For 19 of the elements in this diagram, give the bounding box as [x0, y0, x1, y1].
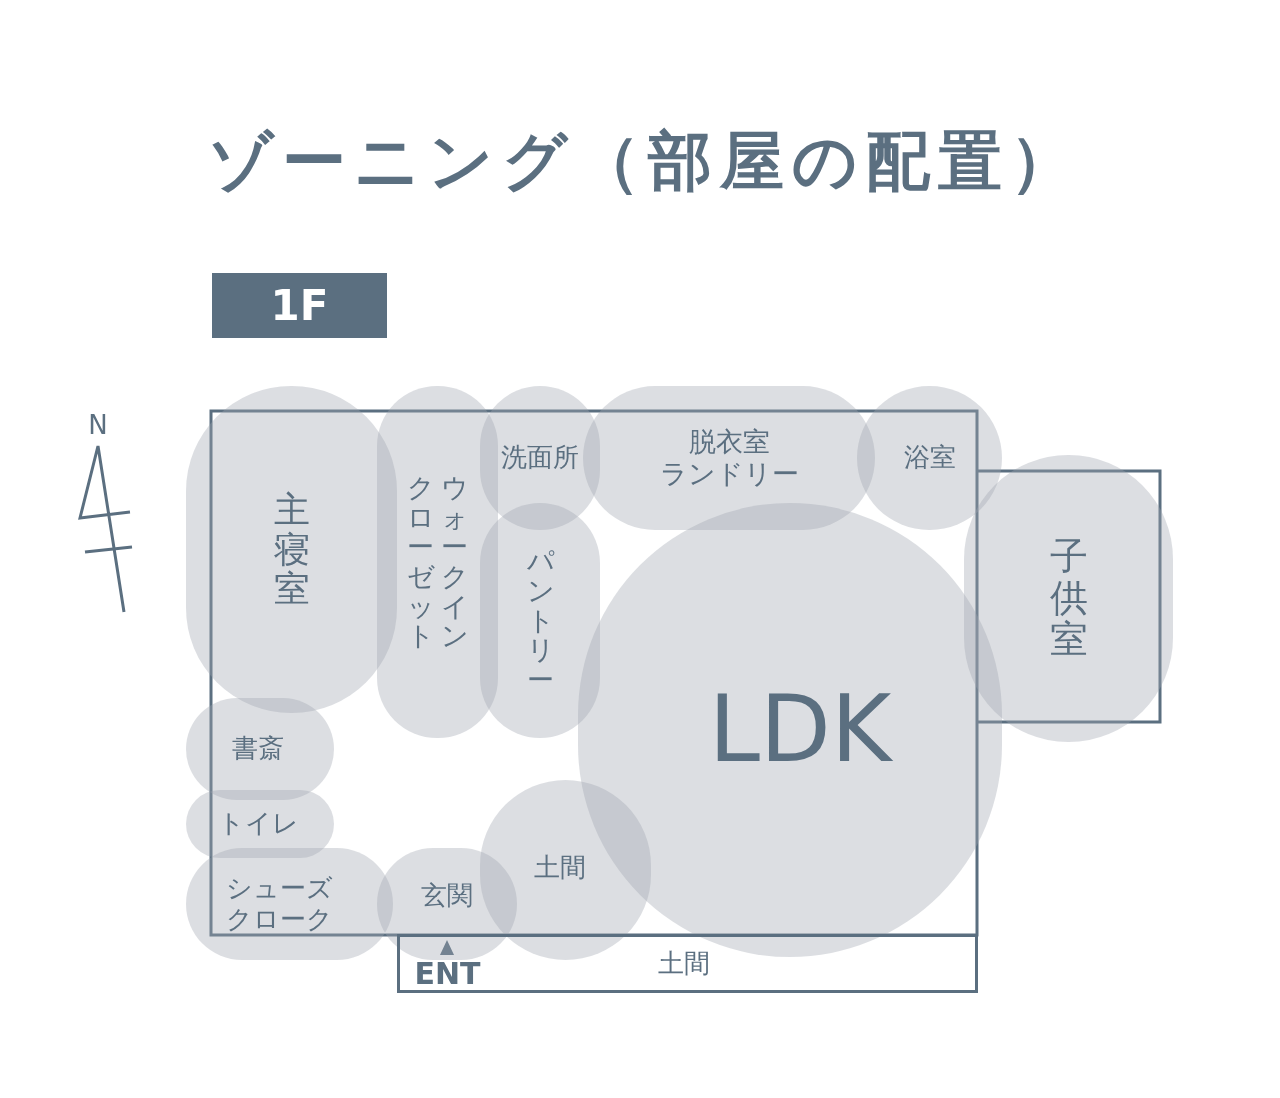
room-label: 脱衣室ランドリー: [659, 425, 799, 491]
entrance-label: ENT: [413, 955, 482, 991]
room-label: 書斎: [232, 733, 284, 765]
room-label: 土間: [533, 852, 586, 884]
room-label: 土間: [657, 947, 710, 980]
room-label: 浴室: [903, 442, 956, 474]
title: ゾーニング（部屋の配置）: [208, 123, 1082, 200]
room-label: 子供室: [1049, 535, 1088, 662]
room-label: トイレ: [217, 808, 299, 840]
room-label: 玄関: [421, 880, 473, 912]
floor-tag: 1F: [212, 273, 387, 338]
room-label: シューズクローク: [226, 872, 333, 936]
room-label: パントリー: [526, 546, 554, 695]
room-label: ウォークインクローゼット: [407, 472, 468, 652]
north-label: N: [87, 410, 109, 440]
porch-area: [397, 934, 978, 993]
room-label: 主寝室: [273, 490, 310, 609]
room-label: 洗面所: [501, 442, 579, 474]
room-label: LDK: [708, 674, 892, 785]
